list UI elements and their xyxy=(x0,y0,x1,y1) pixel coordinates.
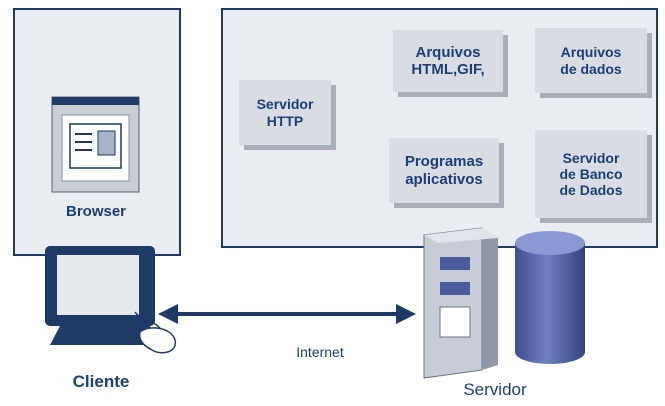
servidor-http-box: Servidor HTTP xyxy=(239,80,331,145)
arquivos-html-box: Arquivos HTML,GIF, xyxy=(393,30,503,92)
server-tower-icon xyxy=(423,227,498,379)
programas-aplicativos-box: Programas aplicativos xyxy=(389,138,499,203)
database-cylinder-icon xyxy=(515,231,585,364)
browser-window-icon xyxy=(51,96,140,193)
cliente-label: Cliente xyxy=(72,372,130,391)
browser-label: Browser xyxy=(65,203,127,220)
arquivos-dados-box: Arquivos de dados xyxy=(535,28,647,93)
internet-label: Internet xyxy=(296,344,344,360)
servidor-banco-box: Servidor de Banco de Dados xyxy=(535,130,647,218)
client-computer-icon xyxy=(45,246,177,354)
servidor-label: Servidor xyxy=(463,380,527,399)
